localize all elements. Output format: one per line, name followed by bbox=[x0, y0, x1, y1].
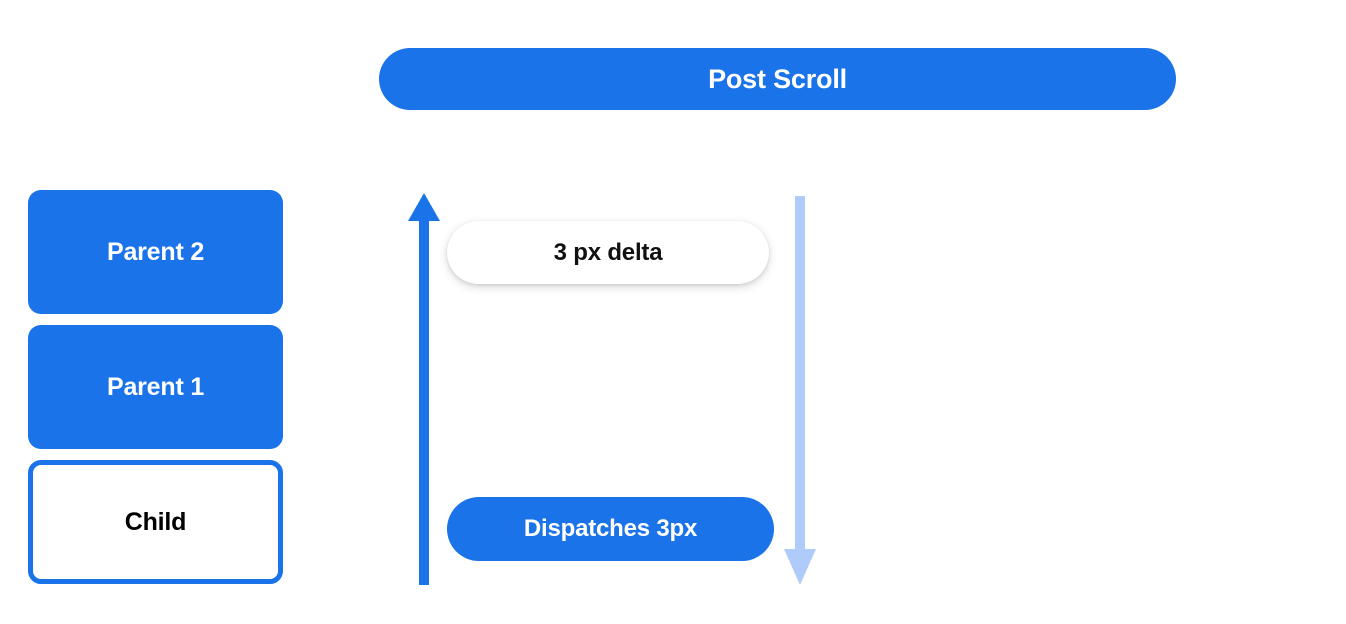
node-box-child-label: Child bbox=[124, 507, 187, 536]
node-stack: Parent 2 Parent 1 Child bbox=[28, 190, 283, 584]
delta-pill-label: 3 px delta bbox=[553, 238, 663, 266]
post-scroll-header-label: Post Scroll bbox=[708, 63, 847, 94]
post-scroll-header: Post Scroll bbox=[379, 48, 1176, 110]
scroll-up-arrow bbox=[406, 193, 442, 590]
dispatch-pill-label: Dispatches 3px bbox=[523, 515, 698, 542]
dispatch-pill: Dispatches 3px bbox=[447, 497, 774, 561]
node-box-parent-2-label: Parent 2 bbox=[106, 237, 205, 266]
node-box-child: Child bbox=[28, 460, 283, 584]
delta-pill: 3 px delta bbox=[447, 221, 769, 284]
node-box-parent-2: Parent 2 bbox=[28, 190, 283, 314]
scroll-down-arrow bbox=[780, 196, 820, 590]
node-box-parent-1-label: Parent 1 bbox=[106, 372, 205, 401]
node-box-parent-1: Parent 1 bbox=[28, 325, 283, 449]
